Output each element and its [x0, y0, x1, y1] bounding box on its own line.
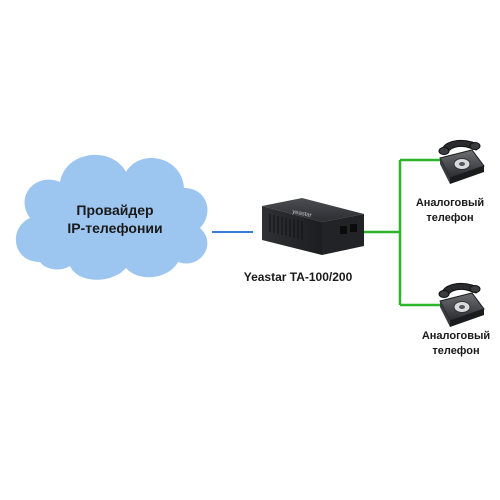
device-label: Yeastar TA-100/200 — [243, 270, 353, 284]
phone-label-1: Аналоговый телефон — [400, 196, 500, 226]
device-brand-mark: yeastar — [292, 209, 313, 219]
cloud-label-line2: IP-телефонии — [67, 220, 163, 236]
phone-label-1-line2: телефон — [426, 212, 474, 224]
cloud-label: Провайдер IP-телефонии — [20, 201, 210, 237]
cloud-label-line1: Провайдер — [76, 202, 154, 218]
phone-label-2-line1: Аналоговый — [421, 330, 491, 342]
phone-label-2: Аналоговый телефон — [406, 329, 500, 359]
cloud-shape — [15, 154, 208, 280]
analog-link-lines — [362, 158, 440, 307]
gateway-device-icon: yeastar — [262, 198, 364, 255]
phone-label-1-line1: Аналоговый — [415, 197, 485, 209]
phone-label-2-line2: телефон — [432, 345, 480, 357]
analog-phone-icon-1 — [438, 139, 485, 184]
analog-phone-icon-2 — [438, 282, 485, 327]
